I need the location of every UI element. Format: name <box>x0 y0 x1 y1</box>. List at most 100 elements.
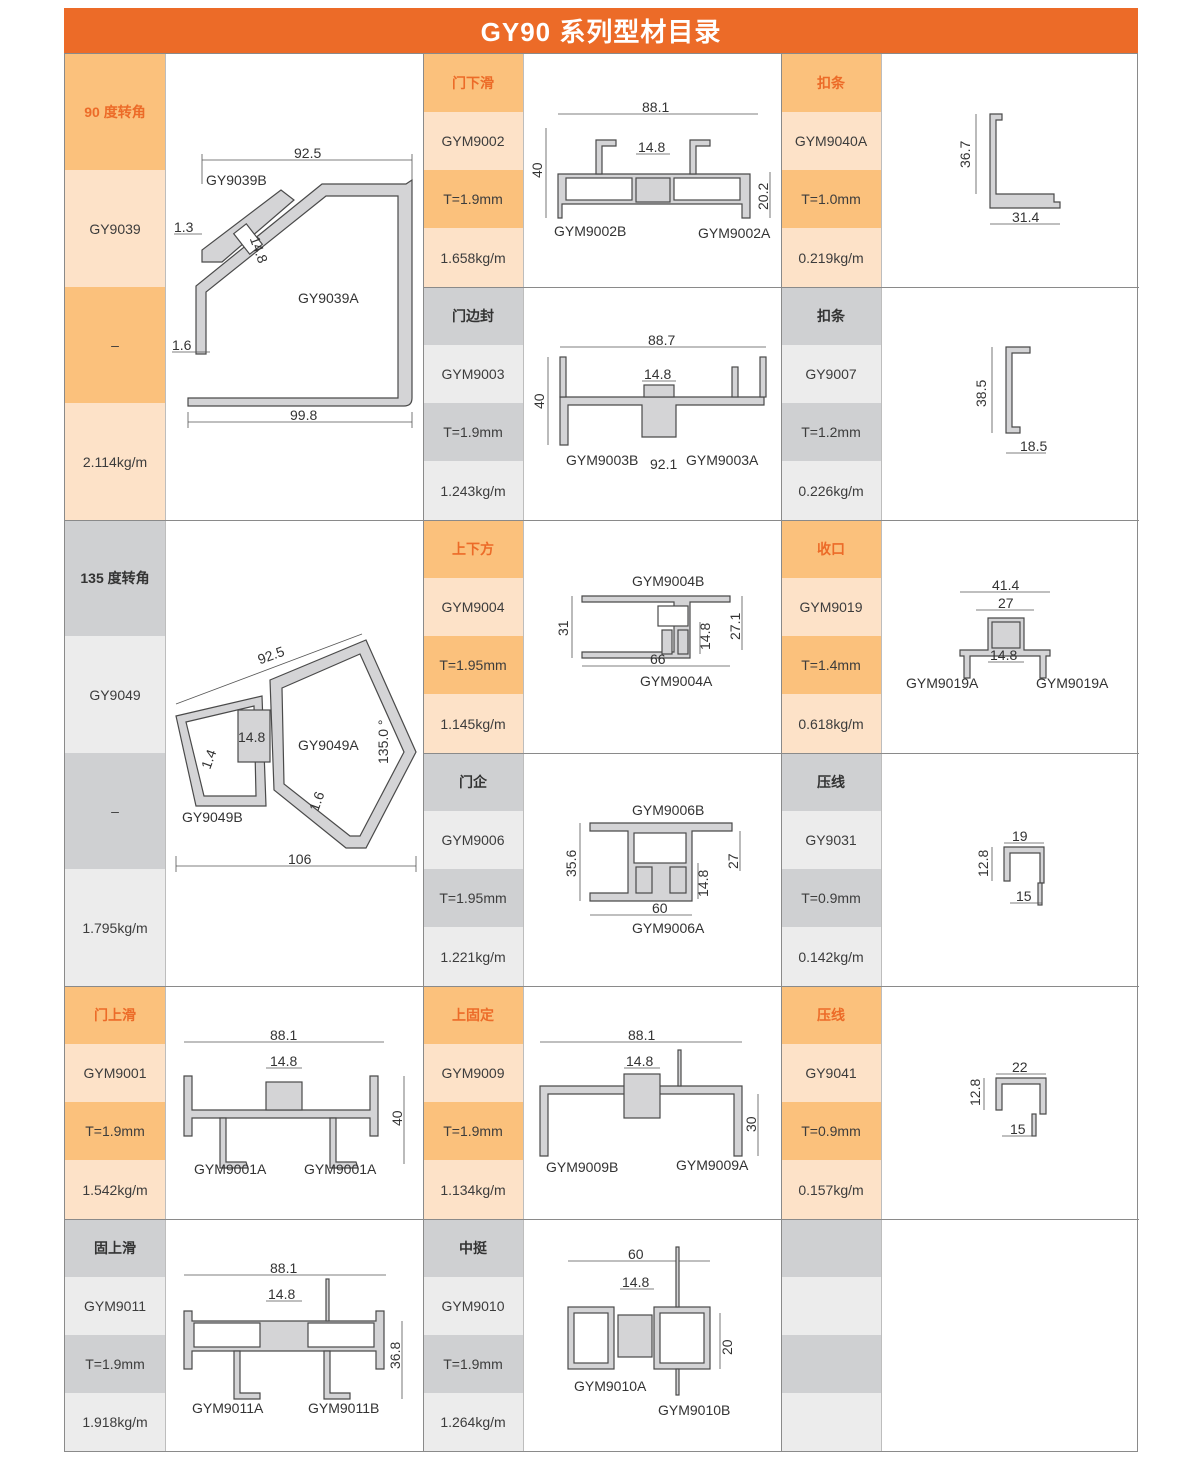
profile-title: 固上滑 <box>65 1219 165 1277</box>
profile-title: 上下方 <box>423 520 523 578</box>
profile-code: GYM9019 <box>781 578 881 636</box>
dim-gap: 14.8 <box>622 1274 649 1290</box>
profile-weight: 2.114kg/m <box>65 403 165 520</box>
dim-width: 31.4 <box>1012 209 1039 225</box>
profile-thickness: T=1.9mm <box>65 1335 165 1393</box>
profile-info-gy9049: 135 度转角 GY9049 – 1.795kg/m <box>65 520 166 986</box>
label-part-b: GYM9010B <box>658 1402 730 1418</box>
label-part-a: GYM9011A <box>192 1400 264 1416</box>
profile-weight: 1.542kg/m <box>65 1160 165 1219</box>
profile-weight: 1.918kg/m <box>65 1393 165 1451</box>
profile-thickness: T=1.9mm <box>423 1335 523 1393</box>
profile-cell-gym9003: 门边封 GYM9003 T=1.9mm 1.243kg/m 88.7 14.8 … <box>423 287 781 520</box>
profile-cell-gym9002: 门下滑 GYM9002 T=1.9mm 1.658kg/m 88.1 14.8 … <box>423 54 781 287</box>
profile-title: 门下滑 <box>423 54 523 112</box>
profile-code: GYM9010 <box>423 1277 523 1335</box>
dim-width-top: 19 <box>1012 828 1028 844</box>
profile-code: GY9039 <box>65 170 165 287</box>
profile-cell-gy9039: 90 度转角 GY9039 – 2.114kg/m 92.5 GY9039B 1… <box>65 54 423 520</box>
dim-height: 40 <box>531 393 547 409</box>
profile-title: 扣条 <box>781 54 881 112</box>
profile-thickness: T=1.95mm <box>423 869 523 927</box>
profile-thickness: T=0.9mm <box>781 869 881 927</box>
label-part-a: GY9039A <box>298 290 359 306</box>
label-part-a-right: GYM9019A <box>1036 675 1109 691</box>
dim-gap: 14.8 <box>268 1286 295 1302</box>
dim-height: 20 <box>719 1339 735 1355</box>
dim-gap: 14.8 <box>697 623 713 650</box>
profile-cell-gy9031: 压线 GY9031 T=0.9mm 0.142kg/m 19 12.8 15 <box>781 753 1137 986</box>
catalog-title-banner: GY90 系列型材目录 <box>64 8 1138 53</box>
profile-drawing-gym9010: 60 14.8 20 GYM9010A GYM9010B <box>524 1219 781 1451</box>
dim-thickness-b: 1.3 <box>174 219 194 235</box>
profile-title: 收口 <box>781 520 881 578</box>
profile-thickness: T=1.4mm <box>781 636 881 694</box>
profile-drawing-gym9009: 88.1 14.8 30 GYM9009B GYM9009A <box>524 986 781 1219</box>
dim-thickness-a: 1.6 <box>172 337 192 353</box>
dim-height: 12.8 <box>975 850 991 877</box>
profile-drawing-gym9002: 88.1 14.8 40 20.2 GYM9002B GYM9002A <box>524 54 781 287</box>
profile-weight: 0.157kg/m <box>781 1160 881 1219</box>
profile-catalog-grid: 90 度转角 GY9039 – 2.114kg/m 92.5 GY9039B 1… <box>64 53 1139 1452</box>
dim-width: 88.1 <box>270 1260 297 1276</box>
dim-width-inner: 27 <box>998 595 1014 611</box>
label-part-a-left: GYM9019A <box>906 675 979 691</box>
profile-info-gym9001: 门上滑 GYM9001 T=1.9mm 1.542kg/m <box>65 986 166 1219</box>
profile-info-gym9004: 上下方 GYM9004 T=1.95mm 1.145kg/m <box>423 520 524 753</box>
profile-code: GY9007 <box>781 345 881 403</box>
profile-drawing-gym9040a: 36.7 31.4 <box>882 54 1137 287</box>
dim-height: 38.5 <box>973 380 989 407</box>
dim-gap: 14.8 <box>644 366 671 382</box>
profile-title: 压线 <box>781 986 881 1044</box>
column-divider <box>781 54 782 1451</box>
profile-drawing-gy9039: 92.5 GY9039B 1.3 14.8 GY9039A 1.6 99.8 <box>166 54 423 520</box>
profile-title: 扣条 <box>781 287 881 345</box>
dim-width: 18.5 <box>1020 438 1047 454</box>
dim-width-bottom: 15 <box>1010 1121 1026 1137</box>
label-part-b: GYM9003B <box>566 452 638 468</box>
profile-thickness: T=1.95mm <box>423 636 523 694</box>
dim-gap: 14.8 <box>238 729 265 745</box>
profile-code: GY9041 <box>781 1044 881 1102</box>
label-part-a: GYM9003A <box>686 452 759 468</box>
profile-info-gym9002: 门下滑 GYM9002 T=1.9mm 1.658kg/m <box>423 54 524 287</box>
dim-thickness-b: 1.4 <box>198 747 220 771</box>
profile-cell-gym9019: 收口 GYM9019 T=1.4mm 0.618kg/m 41.4 27 14.… <box>781 520 1137 753</box>
profile-cell-gym9011: 固上滑 GYM9011 T=1.9mm 1.918kg/m 88.1 14.8 … <box>65 1219 423 1451</box>
profile-title: 门企 <box>423 753 523 811</box>
profile-thickness: – <box>65 753 165 869</box>
empty-row <box>781 1219 881 1277</box>
row-divider <box>423 287 1139 288</box>
empty-row <box>781 1335 881 1393</box>
profile-info-gy9031: 压线 GY9031 T=0.9mm 0.142kg/m <box>781 753 882 986</box>
profile-thickness: T=0.9mm <box>781 1102 881 1160</box>
label-part-b: GY9039B <box>206 172 267 188</box>
dim-height: 30 <box>743 1116 759 1132</box>
row-divider <box>65 520 1139 521</box>
profile-cell-gy9007: 扣条 GY9007 T=1.2mm 0.226kg/m 38.5 18.5 <box>781 287 1137 520</box>
profile-info-gy9041: 压线 GY9041 T=0.9mm 0.157kg/m <box>781 986 882 1219</box>
profile-drawing-gym9004: GYM9004B 31 27.1 14.8 66 GYM9004A <box>524 520 781 753</box>
profile-code: GYM9002 <box>423 112 523 170</box>
label-part-b: GY9049B <box>182 809 243 825</box>
profile-code: GYM9004 <box>423 578 523 636</box>
profile-info-gym9010: 中挺 GYM9010 T=1.9mm 1.264kg/m <box>423 1219 524 1451</box>
dim-width: 60 <box>652 900 668 916</box>
profile-info-gym9019: 收口 GYM9019 T=1.4mm 0.618kg/m <box>781 520 882 753</box>
profile-weight: 1.264kg/m <box>423 1393 523 1451</box>
profile-cell-gym9001: 门上滑 GYM9001 T=1.9mm 1.542kg/m 88.1 14.8 … <box>65 986 423 1219</box>
label-part-a: GYM9006A <box>632 920 705 936</box>
profile-cell-gy9041: 压线 GY9041 T=0.9mm 0.157kg/m 22 12.8 15 <box>781 986 1137 1219</box>
label-part-b: GYM9011B <box>308 1400 379 1416</box>
profile-drawing-gym9003: 88.7 14.8 40 GYM9003B 92.1 GYM9003A <box>524 287 781 520</box>
profile-weight: 0.226kg/m <box>781 461 881 520</box>
profile-cell-gym9010: 中挺 GYM9010 T=1.9mm 1.264kg/m 60 14.8 20 … <box>423 1219 781 1451</box>
profile-info-gym9009: 上固定 GYM9009 T=1.9mm 1.134kg/m <box>423 986 524 1219</box>
profile-drawing-gy9041: 22 12.8 15 <box>882 986 1137 1219</box>
dim-width-bottom: 99.8 <box>290 407 317 423</box>
profile-weight: 1.221kg/m <box>423 927 523 986</box>
profile-code: GY9031 <box>781 811 881 869</box>
profile-info-gym9003: 门边封 GYM9003 T=1.9mm 1.243kg/m <box>423 287 524 520</box>
profile-drawing-gym9001: 88.1 14.8 40 GYM9001A GYM9001A <box>166 986 423 1219</box>
profile-weight: 0.219kg/m <box>781 228 881 287</box>
